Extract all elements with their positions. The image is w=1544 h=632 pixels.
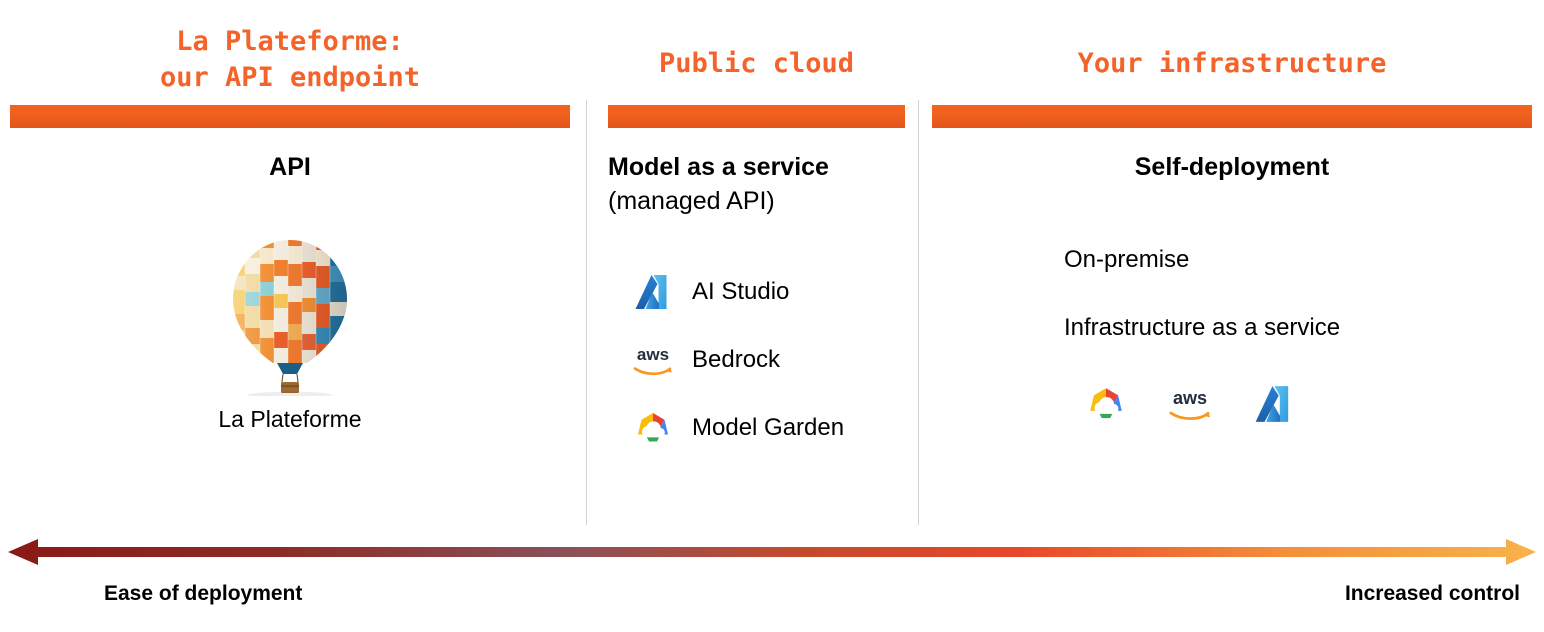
column-self-deployment: Self-deployment On-premise Infrastructur… (932, 150, 1532, 426)
column-divider-2 (918, 100, 919, 525)
column-divider-1 (586, 100, 587, 525)
google-cloud-logo-icon (1082, 382, 1130, 426)
axis-label-increased-control: Increased control (1344, 582, 1520, 605)
infrastructure-option-iaas: Infrastructure as a service (1064, 314, 1341, 341)
column-self-deployment-title: Self-deployment (1134, 153, 1330, 181)
infrastructure-options: On-premise Infrastructure as a service (1064, 246, 1532, 342)
list-item[interactable]: aws Bedrock (630, 334, 905, 386)
aws-logo-icon: aws (1166, 382, 1214, 426)
column-public-cloud-subtitle: (managed API) (608, 187, 775, 215)
azure-logo-icon (630, 271, 676, 313)
hot-air-balloon-icon (233, 240, 347, 396)
google-cloud-logo-icon (630, 407, 676, 449)
column-heading-public-cloud: Public cloud (658, 48, 855, 79)
azure-logo-icon (1250, 382, 1298, 426)
column-heading-la-plateforme: La Plateforme: our API endpoint (159, 26, 421, 93)
aws-logo-icon: aws (630, 339, 676, 381)
balloon-illustration (10, 236, 570, 396)
svg-text:aws: aws (1173, 388, 1207, 408)
infrastructure-option-on-premise: On-premise (1064, 246, 1190, 273)
infrastructure-provider-logos: aws (1082, 382, 1532, 426)
service-label-ai-studio: AI Studio (692, 278, 790, 305)
column-public-cloud: Model as a service (managed API) (608, 150, 905, 470)
column-api-title: API (269, 153, 311, 181)
deployment-control-axis-arrow (8, 539, 1536, 565)
column-api: API (10, 150, 570, 433)
list-item[interactable]: AI Studio (630, 266, 905, 318)
list-item[interactable]: Model Garden (630, 402, 905, 454)
column-public-cloud-title: Model as a service (608, 153, 829, 181)
column-accent-bar-2 (608, 105, 905, 128)
column-accent-bar-1 (10, 105, 570, 128)
balloon-caption: La Plateforme (218, 406, 362, 432)
svg-text:aws: aws (637, 345, 669, 364)
axis-label-ease-of-deployment: Ease of deployment (104, 582, 303, 605)
column-heading-your-infrastructure: Your infrastructure (1077, 48, 1387, 79)
column-accent-bar-3 (932, 105, 1532, 128)
service-label-bedrock: Bedrock (692, 346, 781, 373)
service-label-model-garden: Model Garden (692, 414, 845, 441)
service-list: AI Studio aws Bedrock (630, 266, 905, 454)
